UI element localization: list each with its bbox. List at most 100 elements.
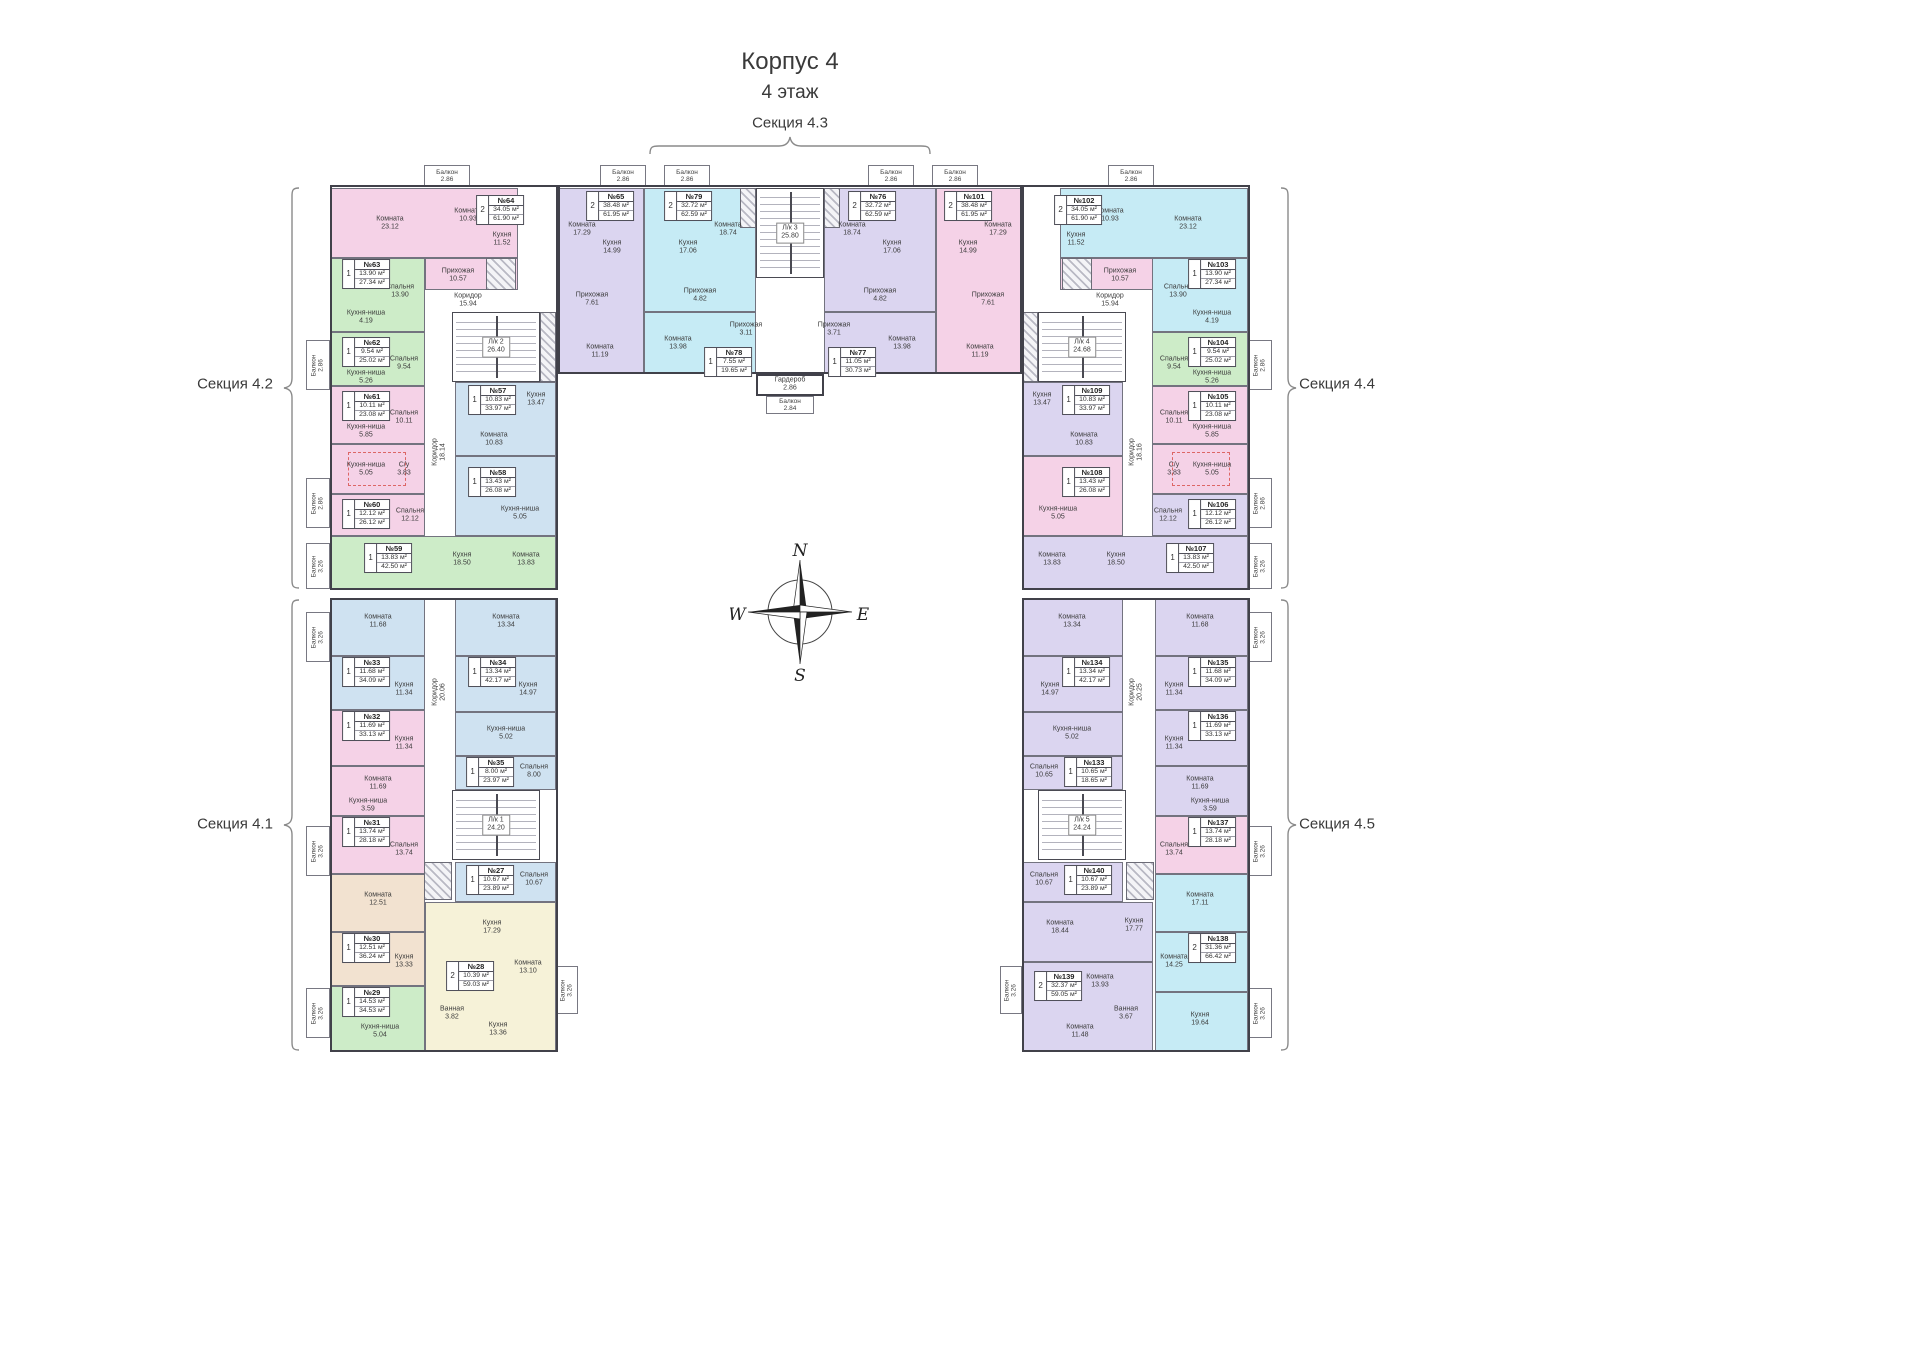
room-count: 1 xyxy=(1189,338,1202,366)
apartment-number: №65 xyxy=(599,192,633,203)
area-living: 9.54 м² xyxy=(1206,348,1230,356)
compass-east-label: E xyxy=(856,605,870,625)
area-total: 66.42 м² xyxy=(1201,952,1235,962)
apartment-number: №29 xyxy=(355,988,389,999)
area-living: 10.39 м² xyxy=(463,972,489,980)
apartment-number: №108 xyxy=(1075,468,1109,479)
room-count: 1 xyxy=(343,712,356,740)
apartment-unit-134a xyxy=(1022,598,1123,656)
area-living: 10.11 м² xyxy=(359,402,385,410)
room-count: 2 xyxy=(945,192,958,220)
apartment-number: №135 xyxy=(1201,658,1235,669)
area-total: 62.59 м² xyxy=(861,210,895,220)
area-total: 34.09 м² xyxy=(1201,676,1235,686)
area-living: 13.43 м² xyxy=(1079,478,1105,486)
area-living: 9.54 м² xyxy=(360,348,384,356)
compass-south-label: S xyxy=(794,666,806,682)
area-total: 61.90 м² xyxy=(1067,214,1101,224)
area-total: 23.89 м² xyxy=(479,884,513,894)
area-total: 27.34 м² xyxy=(1201,278,1235,288)
room-count: 1 xyxy=(1189,500,1202,528)
room-count: 1 xyxy=(1189,712,1202,740)
room-count: 1 xyxy=(1189,260,1202,288)
apartment-number: №140 xyxy=(1077,866,1111,877)
room-count: 2 xyxy=(1055,196,1068,224)
room-count: 2 xyxy=(1035,972,1048,1000)
area-total: 59.03 м² xyxy=(459,980,493,990)
room-count: 1 xyxy=(469,468,482,496)
kitchen-niche-dashed-box xyxy=(1172,452,1230,486)
apartment-unit-134b xyxy=(1022,712,1123,756)
area-living: 14.53 м² xyxy=(359,998,385,1006)
area-total: 59.05 м² xyxy=(1047,990,1081,1000)
area-total: 34.53 м² xyxy=(355,1006,389,1016)
room-count: 1 xyxy=(343,658,356,686)
room-count: 1 xyxy=(1189,658,1202,686)
kitchen-niche-dashed-box xyxy=(348,452,406,486)
section-label-4-3: Секция 4.3 xyxy=(752,114,828,132)
area-total: 42.17 м² xyxy=(1075,676,1109,686)
area-living: 32.72 м² xyxy=(865,202,891,210)
brace-4-5 xyxy=(1280,599,1297,1051)
room-count: 2 xyxy=(587,192,600,220)
area-total: 28.18 м² xyxy=(1201,836,1235,846)
area-living: 13.90 м² xyxy=(359,270,385,278)
section-label-4-1: Секция 4.1 xyxy=(197,815,273,833)
apartment-number: №77 xyxy=(841,348,875,359)
room-count: 1 xyxy=(343,988,356,1016)
area-total: 23.89 м² xyxy=(1077,884,1111,894)
area-living: 11.69 м² xyxy=(359,722,385,730)
